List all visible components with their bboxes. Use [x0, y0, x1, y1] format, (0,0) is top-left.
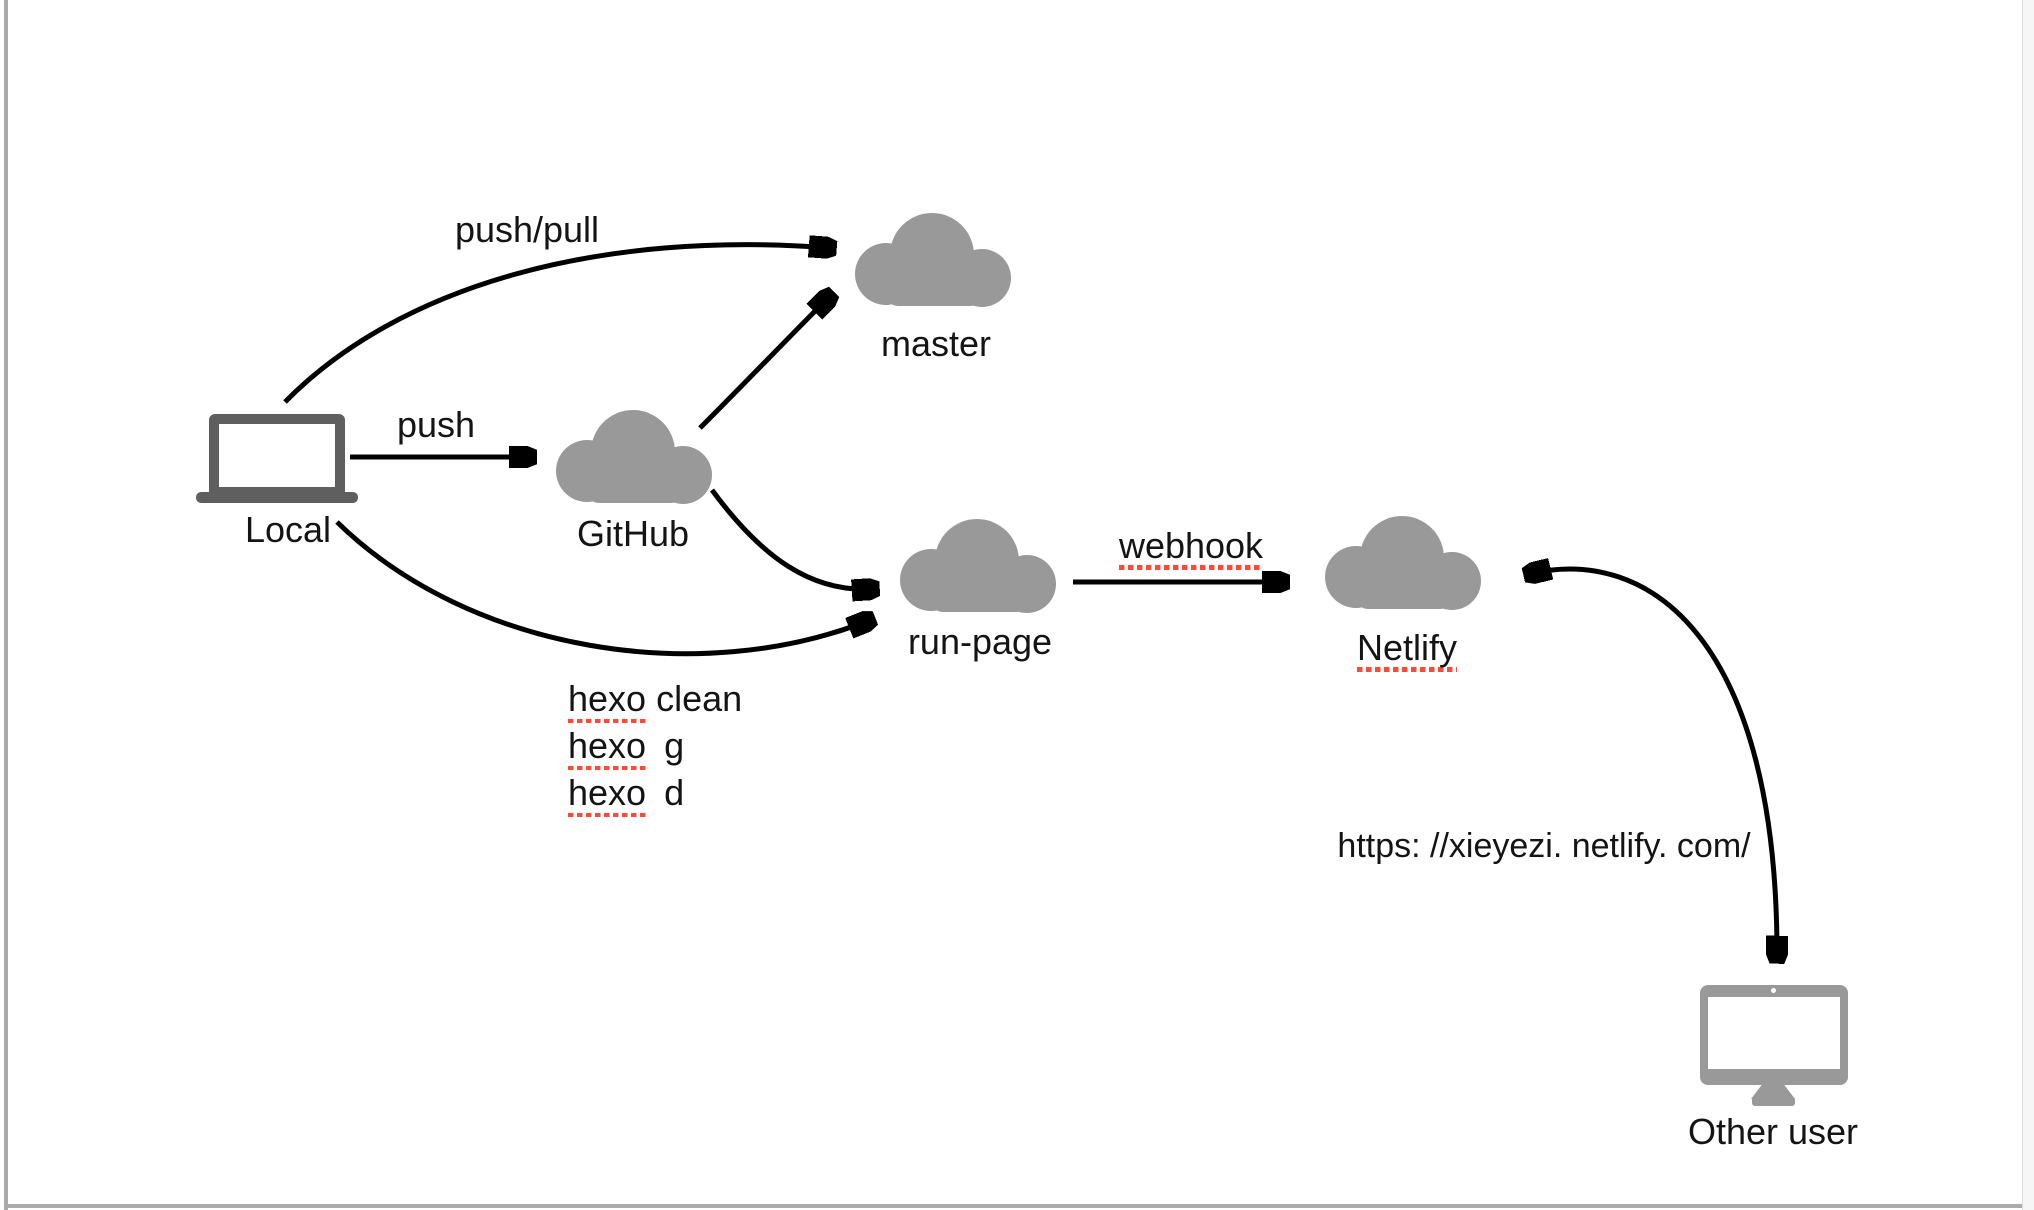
laptop-icon [209, 414, 345, 497]
hexo-args: clean [656, 678, 743, 719]
hexo-args: g [664, 725, 685, 766]
monitor-screen [1708, 997, 1840, 1069]
window-border-left [4, 0, 8, 1210]
hexo-args: d [664, 772, 685, 813]
scrollbar[interactable] [2022, 0, 2034, 1210]
node-label-run-page: run-page [907, 621, 1053, 662]
edge-local-to-master [283, 245, 831, 404]
cloud-icon-github [553, 408, 718, 508]
cloud-icon-master [852, 211, 1017, 311]
edge-local-to-run-page [335, 520, 870, 657]
node-label-master: master [880, 323, 992, 364]
cloud-icon-run-page [897, 517, 1062, 617]
edge-label-push-pull: push/pull [454, 209, 600, 250]
node-label-other-user: Other user [1687, 1111, 1859, 1152]
monitor-stand-base [1752, 1097, 1795, 1106]
edge-label-url: https: //xieyezi. netlify. com/ [1337, 827, 1751, 865]
window-border-bottom [8, 1204, 2034, 1208]
edge-github-to-run-page [709, 488, 874, 589]
edge-label-push: push [396, 404, 476, 445]
node-label-netlify: Netlify [1356, 628, 1458, 672]
edge-netlify-to-other-user [1529, 569, 1777, 958]
edge-github-to-master [698, 296, 830, 430]
hexo-word: hexo [568, 725, 647, 770]
edge-label-webhook: webhook [1118, 526, 1264, 570]
monitor-camera-dot [1771, 988, 1776, 993]
node-label-github: GitHub [576, 513, 690, 554]
hexo-word: hexo [568, 772, 647, 817]
node-label-local: Local [244, 509, 332, 550]
laptop-base [196, 492, 358, 503]
hexo-word: hexo [568, 678, 647, 723]
monitor-stand-neck [1751, 1084, 1795, 1099]
cloud-icon-netlify [1322, 514, 1487, 614]
